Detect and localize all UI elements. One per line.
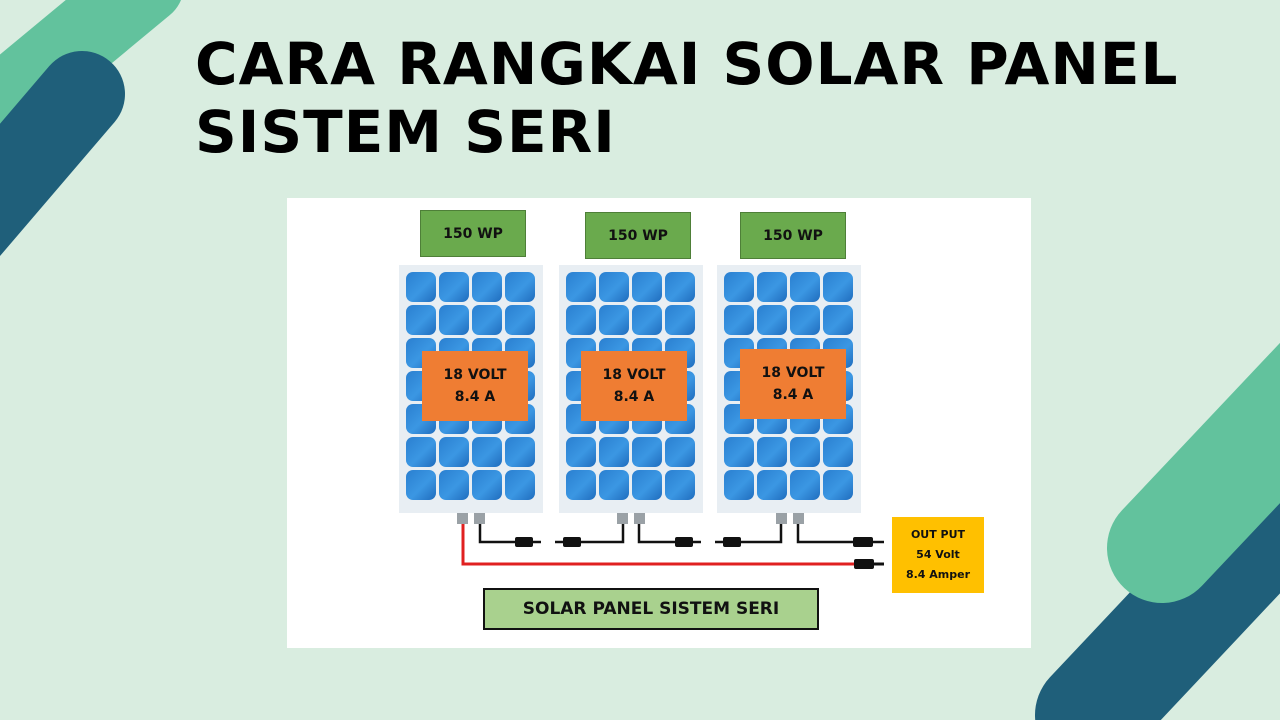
output-heading: OUT PUT [910,528,966,541]
solar-cell [724,470,754,500]
panel-1-current: 8.4 A [454,389,496,405]
solar-cell [566,470,596,500]
solar-cell [790,272,820,302]
panel-1-terminal-right [474,513,485,524]
solar-cell [472,437,502,467]
solar-cell [724,305,754,335]
solar-cell [505,437,535,467]
panel-2-terminal-right [634,513,645,524]
solar-cell [439,272,469,302]
wiring-layer [457,513,884,569]
panel-2-negative-wire [637,524,675,544]
output-summary-box: OUT PUT 54 Volt 8.4 Amper [892,517,984,593]
solar-cell [790,305,820,335]
solar-cell [505,305,535,335]
panel-1-wattage-label: 150 WP [420,210,526,257]
solar-cell [505,470,535,500]
panel-3-current: 8.4 A [772,387,814,403]
solar-cell [472,305,502,335]
solar-cell [439,437,469,467]
solar-cell [632,272,662,302]
solar-cell [566,437,596,467]
solar-cell [439,470,469,500]
output-voltage: 54 Volt [916,548,960,561]
connector-1b [563,537,581,547]
positive-wire [461,524,856,566]
solar-cell [724,272,754,302]
connector-2b [723,537,741,547]
decor-stripe-dark-bottom-right [1035,432,1280,720]
panel-3-negative-wire [796,524,853,544]
panel-3-voltage: 18 VOLT [761,365,825,381]
solar-cell [406,305,436,335]
panel-3-positive-wire [741,524,783,544]
panel-2-spec-label: 18 VOLT 8.4 A [581,351,687,421]
solar-cell [439,305,469,335]
solar-cell [406,470,436,500]
solar-cell [406,437,436,467]
solar-cell [472,470,502,500]
title-line-1: CARA RANGKAI SOLAR PANEL [195,30,1179,98]
panel-1-voltage: 18 VOLT [443,367,507,383]
solar-cell [566,305,596,335]
output-current: 8.4 Amper [905,568,971,581]
solar-cell [599,470,629,500]
panel-2-voltage: 18 VOLT [602,367,666,383]
decor-stripe-dark-top-left [0,51,125,257]
diagram-caption: SOLAR PANEL SISTEM SERI [483,588,819,630]
solar-cell [823,470,853,500]
panel-1-negative-wire [478,524,515,544]
solar-cell [599,272,629,302]
series-wiring-diagram: 150 WP 18 VOLT 8.4 A 150 WP 18 VOLT 8.4 … [287,198,1031,648]
solar-cell [665,305,695,335]
solar-cell [566,272,596,302]
positive-connector [854,559,874,569]
solar-cell [757,437,787,467]
solar-cell [599,305,629,335]
solar-cell [665,470,695,500]
decor-stripe-teal-bottom-right [1107,342,1280,603]
solar-cell [790,437,820,467]
solar-cell [632,470,662,500]
panel-2-positive-wire [581,524,625,544]
panel-1-spec-label: 18 VOLT 8.4 A [422,351,528,421]
panel-1-terminal-left [457,513,468,524]
panel-3-terminal-right [793,513,804,524]
solar-cell [505,272,535,302]
solar-cell [599,437,629,467]
connector-1a [515,537,533,547]
solar-cell [472,272,502,302]
negative-output-connector [853,537,873,547]
panel-3-wattage-label: 150 WP [740,212,846,259]
solar-cell [757,305,787,335]
solar-cell [632,437,662,467]
connector-2a [675,537,693,547]
panel-2-current: 8.4 A [613,389,655,405]
solar-cell [790,470,820,500]
panel-3-terminal-left [776,513,787,524]
title-line-2: SISTEM SERI [195,98,616,166]
decor-stripe-teal-top-left [0,0,181,156]
solar-cell [406,272,436,302]
page-title: CARA RANGKAI SOLAR PANEL SISTEM SERI [195,30,1195,166]
solar-cell [823,305,853,335]
solar-cell [757,272,787,302]
panel-2-wattage-label: 150 WP [585,212,691,259]
solar-cell [724,437,754,467]
solar-cell [665,437,695,467]
solar-cell [823,272,853,302]
panel-2-terminal-left [617,513,628,524]
solar-cell [632,305,662,335]
solar-cell [757,470,787,500]
panel-3-spec-label: 18 VOLT 8.4 A [740,349,846,419]
solar-cell [823,437,853,467]
solar-cell [665,272,695,302]
